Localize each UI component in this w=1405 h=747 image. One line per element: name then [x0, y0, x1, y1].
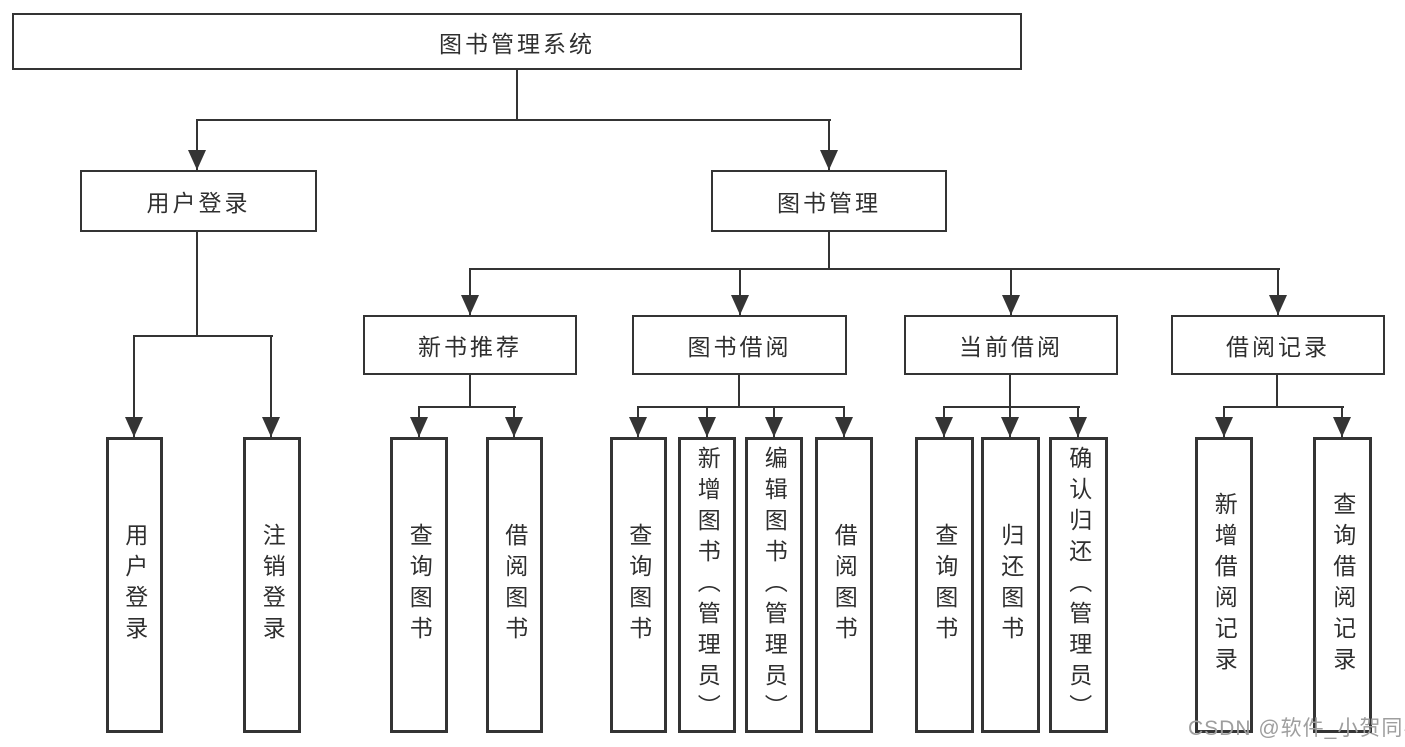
connector-records-rail	[1223, 406, 1344, 408]
leaf-query-books: 查询图书	[390, 437, 448, 733]
arrowhead-down-icon	[820, 150, 838, 170]
leaf-label: 借阅图书	[831, 523, 858, 647]
leaf-label: 查询借阅记录	[1329, 492, 1356, 678]
arrowhead-down-icon	[629, 417, 647, 437]
arrowhead-down-icon	[262, 417, 280, 437]
leaf-label: 注销登录	[259, 523, 286, 647]
node-current-borrow-label: 当前借阅	[959, 334, 1063, 360]
leaf-add-books-admin: 新增图书（管理员）	[678, 437, 736, 733]
leaf-query-books: 查询图书	[610, 437, 667, 733]
connector-borrow-rail	[637, 406, 845, 408]
node-current-borrow: 当前借阅	[904, 315, 1118, 375]
connector-recommend-stem	[469, 375, 471, 408]
leaf-label: 新增借阅记录	[1211, 492, 1238, 678]
node-new-book-recommend-label: 新书推荐	[418, 334, 522, 360]
leaf-return-books: 归还图书	[981, 437, 1040, 733]
node-borrow-records: 借阅记录	[1171, 315, 1385, 375]
connector-drop	[196, 119, 198, 170]
connector-login-stem	[196, 232, 198, 337]
leaf-borrow-books: 借阅图书	[486, 437, 543, 733]
connector-drop	[270, 335, 272, 437]
leaf-label: 借阅图书	[501, 523, 528, 647]
connector-manage-stem	[828, 232, 830, 270]
leaf-label: 归还图书	[997, 523, 1024, 647]
arrowhead-down-icon	[1269, 295, 1287, 315]
leaf-label: 新增图书（管理员）	[694, 445, 721, 725]
node-user-login: 用户登录	[80, 170, 317, 232]
arrowhead-down-icon	[698, 417, 716, 437]
leaf-label: 查询图书	[625, 523, 652, 647]
connector-drop	[133, 335, 135, 437]
leaf-edit-books-admin: 编辑图书（管理员）	[745, 437, 803, 733]
arrowhead-down-icon	[835, 417, 853, 437]
arrowhead-down-icon	[505, 417, 523, 437]
leaf-confirm-return-admin: 确认归还（管理员）	[1049, 437, 1108, 733]
arrowhead-down-icon	[1001, 417, 1019, 437]
leaf-label: 查询图书	[406, 523, 433, 647]
connector-drop	[1277, 268, 1279, 315]
leaf-borrow-books: 借阅图书	[815, 437, 873, 733]
arrowhead-down-icon	[1069, 417, 1087, 437]
watermark-text: CSDN @软件_小贺同学	[1188, 717, 1405, 740]
leaf-label: 用户登录	[121, 523, 148, 647]
connector-level2-rail	[196, 119, 831, 121]
node-book-management: 图书管理	[711, 170, 947, 232]
connector-level3-rail	[469, 268, 1280, 270]
connector-records-stem	[1276, 375, 1278, 408]
arrowhead-down-icon	[765, 417, 783, 437]
arrowhead-down-icon	[188, 150, 206, 170]
leaf-label: 编辑图书（管理员）	[761, 445, 788, 725]
arrowhead-down-icon	[461, 295, 479, 315]
leaf-query-books: 查询图书	[915, 437, 974, 733]
leaf-user-login: 用户登录	[106, 437, 163, 733]
arrowhead-down-icon	[935, 417, 953, 437]
node-book-borrow-label: 图书借阅	[687, 334, 792, 360]
connector-current-rail	[943, 406, 1080, 408]
node-book-management-label: 图书管理	[777, 190, 881, 216]
arrowhead-down-icon	[410, 417, 428, 437]
arrowhead-down-icon	[125, 417, 143, 437]
leaf-add-borrow-record: 新增借阅记录	[1195, 437, 1253, 733]
node-user-login-label: 用户登录	[146, 190, 251, 216]
connector-drop	[739, 268, 741, 315]
connector-login-rail	[133, 335, 273, 337]
connector-recommend-rail	[418, 406, 516, 408]
node-new-book-recommend: 新书推荐	[363, 315, 577, 375]
leaf-query-borrow-record: 查询借阅记录	[1313, 437, 1372, 733]
connector-root-stem	[516, 70, 518, 121]
leaf-label: 查询图书	[931, 523, 958, 647]
connector-drop	[828, 119, 830, 170]
node-borrow-records-label: 借阅记录	[1226, 334, 1330, 360]
node-root: 图书管理系统	[12, 13, 1022, 70]
leaf-label: 确认归还（管理员）	[1065, 445, 1092, 725]
connector-drop	[1010, 268, 1012, 315]
leaf-logout: 注销登录	[243, 437, 301, 733]
connector-current-stem	[1009, 375, 1011, 408]
arrowhead-down-icon	[1333, 417, 1351, 437]
arrowhead-down-icon	[731, 295, 749, 315]
arrowhead-down-icon	[1215, 417, 1233, 437]
node-root-label: 图书管理系统	[439, 30, 595, 57]
arrowhead-down-icon	[1002, 295, 1020, 315]
connector-borrow-stem	[738, 375, 740, 408]
connector-drop	[469, 268, 471, 315]
node-book-borrow: 图书借阅	[632, 315, 847, 375]
